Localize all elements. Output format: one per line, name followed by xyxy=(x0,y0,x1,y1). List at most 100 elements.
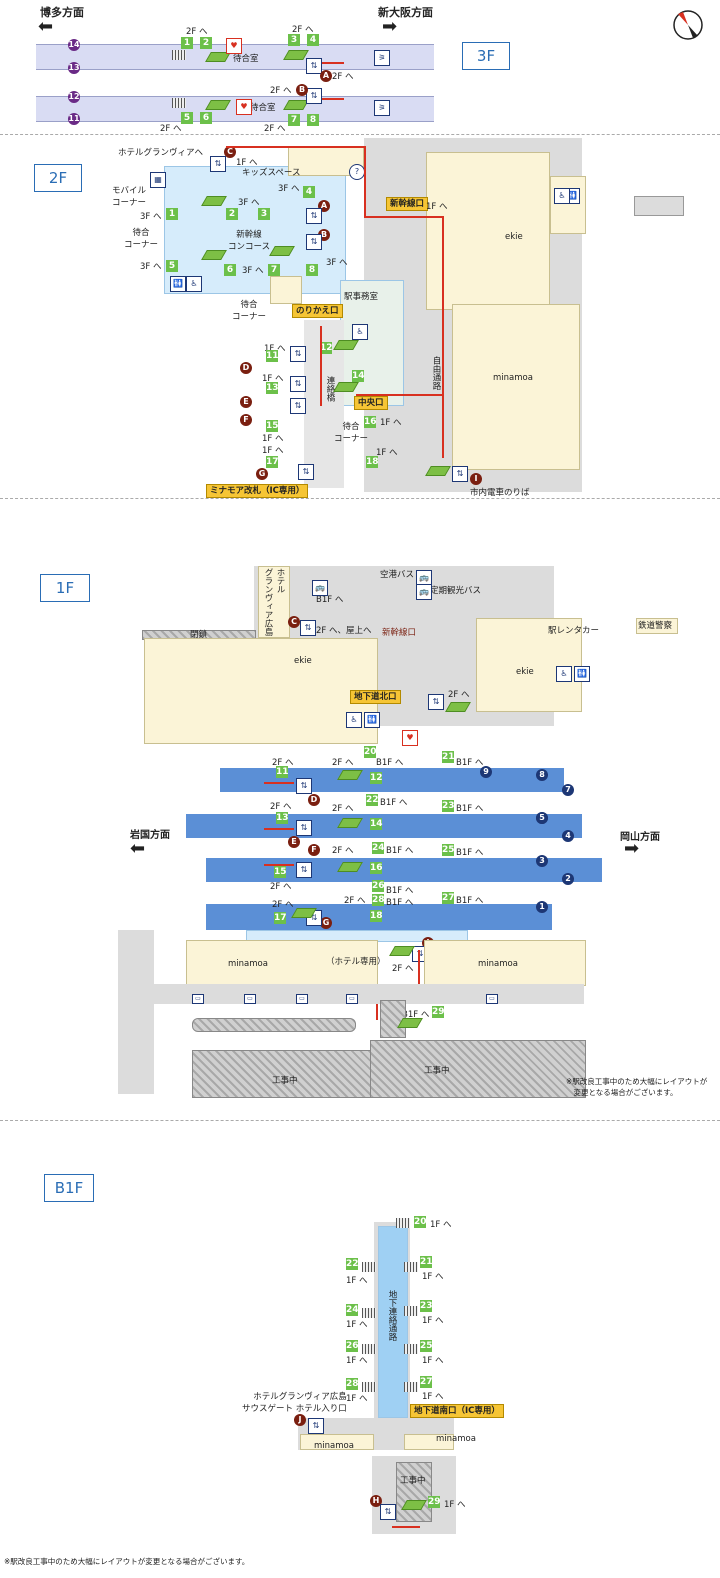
closed-label: 閉鎖 xyxy=(190,630,208,640)
construction-area xyxy=(396,1462,432,1522)
elevator-icon[interactable]: ⇅ xyxy=(306,234,322,250)
bus-stop-icon: ▭ xyxy=(346,994,358,1004)
to-1f-label: 1F へ xyxy=(262,434,284,444)
elevator-f-marker[interactable]: F xyxy=(240,414,252,426)
floor-separator xyxy=(0,498,720,499)
free-passage-label: 自由通路 xyxy=(431,356,441,390)
platform-num-18: 18 xyxy=(370,910,383,922)
to-2f-label: 2F へ xyxy=(270,802,292,812)
elevator-j-marker[interactable]: J xyxy=(294,1414,306,1426)
elevator-g-marker[interactable]: G xyxy=(320,917,332,929)
central-gate[interactable]: 中央口 xyxy=(354,396,388,410)
bus-stop-icon: ▭ xyxy=(192,994,204,1004)
to-1f-label: 1F へ xyxy=(346,1276,368,1286)
stairs-icon xyxy=(362,1308,376,1318)
elevator-d-marker[interactable]: D xyxy=(240,362,252,374)
to-3f-label: 3F へ xyxy=(278,184,300,194)
bus-terminal xyxy=(118,930,154,1094)
to-2f-label: 2F へ xyxy=(270,882,292,892)
elevator-icon[interactable]: ⇅ xyxy=(296,820,312,836)
elevator-c-marker[interactable]: C xyxy=(288,616,300,628)
elevator-f-marker[interactable]: F xyxy=(308,844,320,856)
floor-badge-2f: 2F xyxy=(34,164,82,192)
transfer-gate[interactable]: のりかえ口 xyxy=(292,304,343,318)
platform-1f-track-9-8-7 xyxy=(220,768,564,792)
platform-num-2: 2 xyxy=(226,208,238,220)
to-2f-label: 2F へ xyxy=(448,690,470,700)
minamoa-area-b1-west xyxy=(300,1434,374,1450)
restroom-icon: 🚻 xyxy=(170,276,186,292)
to-2f-label: 2F へ xyxy=(332,846,354,856)
elevator-icon[interactable]: ⇅ xyxy=(308,1418,324,1434)
track-8: 8 xyxy=(536,769,548,781)
restroom-icon: 🚻 xyxy=(364,712,380,728)
route-arrow xyxy=(322,62,344,64)
route-line xyxy=(364,146,366,218)
elevator-icon[interactable]: ⇅ xyxy=(452,466,468,482)
elevator-b-marker[interactable]: B xyxy=(296,84,308,96)
to-b1f-label: B1F へ xyxy=(316,595,344,605)
platform-num-20: 20 xyxy=(414,1216,427,1228)
to-1f-label: 1F へ xyxy=(380,418,402,428)
elevator-e-marker[interactable]: E xyxy=(288,836,300,848)
compass-icon xyxy=(671,8,705,42)
elevator-icon[interactable]: ⇅ xyxy=(428,694,444,710)
stairs-icon xyxy=(404,1262,418,1272)
bus-stop-icon: ▭ xyxy=(244,994,256,1004)
ekie-area-2f xyxy=(426,152,550,310)
platform-num-18: 18 xyxy=(366,456,379,468)
elevator-icon[interactable]: ⇅ xyxy=(306,88,322,104)
platform-num-24: 24 xyxy=(372,842,385,854)
platform-num-8: 8 xyxy=(307,114,319,126)
elevator-icon[interactable]: ⇅ xyxy=(296,778,312,794)
stairs-icon xyxy=(404,1344,418,1354)
locker-icon: ▦ xyxy=(150,172,166,188)
elevator-h-marker[interactable]: H xyxy=(370,1495,382,1507)
elevator-icon[interactable]: ⇅ xyxy=(306,208,322,224)
elevator-e-marker[interactable]: E xyxy=(240,396,252,408)
route-arrow xyxy=(322,98,344,100)
elevator-icon[interactable]: ⇅ xyxy=(300,620,316,636)
minamoa-gate[interactable]: ミナモア改札（IC専用） xyxy=(206,484,309,498)
railway-police-label: 鉄道警察 xyxy=(638,621,673,631)
elevator-g-marker[interactable]: G xyxy=(256,468,268,480)
construction-strip xyxy=(192,1018,356,1032)
elevator-a-marker[interactable]: A xyxy=(320,70,332,82)
route-line xyxy=(418,950,420,998)
platform-num-22: 22 xyxy=(366,794,379,806)
arrow-right-icon: ➡ xyxy=(624,838,640,859)
stairs-icon xyxy=(396,1218,410,1228)
bus-stop-icon: ▭ xyxy=(296,994,308,1004)
underground-south-gate[interactable]: 地下道南口（IC専用） xyxy=(410,1404,504,1418)
elevator-icon[interactable]: ⇅ xyxy=(298,464,314,480)
mobile-corner-label: モバイル コーナー xyxy=(112,186,147,208)
route-line xyxy=(442,394,444,458)
to-3f-label: 3F へ xyxy=(140,262,162,272)
elevator-d-marker[interactable]: D xyxy=(308,794,320,806)
platform-num-3: 3 xyxy=(288,34,300,46)
elevator-icon[interactable]: ⇅ xyxy=(290,376,306,392)
platform-num-3: 3 xyxy=(258,208,270,220)
construction-label: 工事中 xyxy=(424,1066,450,1076)
elevator-c-marker[interactable]: C xyxy=(224,146,236,158)
platform-num-6: 6 xyxy=(224,264,236,276)
to-1f-label: 1F へ xyxy=(236,158,258,168)
elevator-icon[interactable]: ⇅ xyxy=(296,862,312,878)
elevator-icon[interactable]: ⇅ xyxy=(210,156,226,172)
platform-num-8: 8 xyxy=(306,264,318,276)
elevator-icon[interactable]: ⇅ xyxy=(306,58,322,74)
hotel-granvia-label: ホテルグランヴィアへ xyxy=(118,148,204,158)
elevator-icon[interactable]: ⇅ xyxy=(290,398,306,414)
elevator-icon[interactable]: ⇅ xyxy=(290,346,306,362)
elevator-i-marker[interactable]: I xyxy=(470,473,482,485)
route-line xyxy=(376,996,378,1020)
underground-north-gate[interactable]: 地下道北口 xyxy=(350,690,401,704)
to-2f-label: 2F へ xyxy=(392,964,414,974)
shinkansen-gate[interactable]: 新幹線口 xyxy=(386,197,429,211)
direction-okayama: 岡山方面 xyxy=(620,832,660,843)
bus-icon: 🚌 xyxy=(416,584,432,600)
bus-stop-icon: ▭ xyxy=(486,994,498,1004)
elevator-icon[interactable]: ⇅ xyxy=(380,1504,396,1520)
station-rentacar-label: 駅レンタカー xyxy=(548,626,600,636)
platform-num-15: 15 xyxy=(266,420,279,432)
